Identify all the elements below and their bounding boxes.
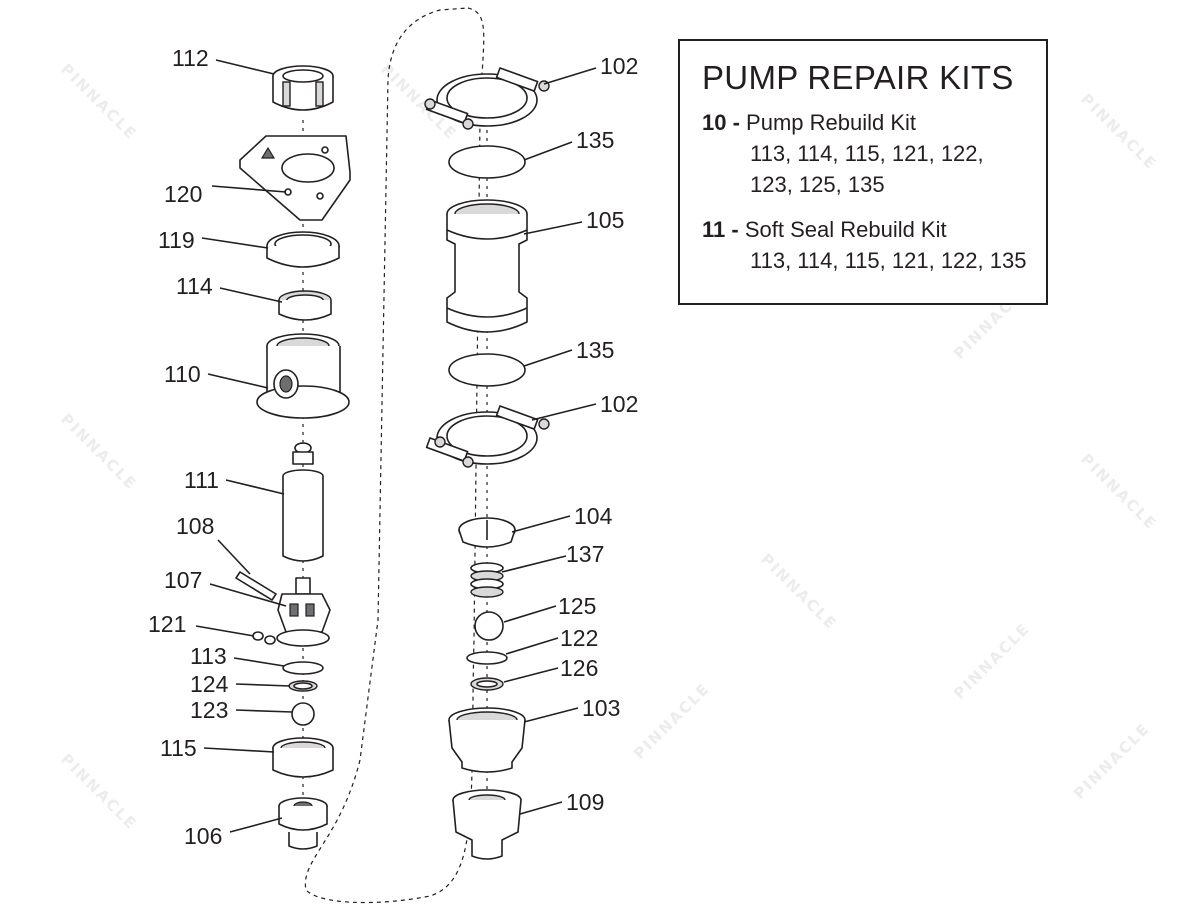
svg-text:PINNACLE: PINNACLE <box>1070 719 1154 803</box>
left-leader-lines <box>195 59 293 833</box>
part-120-plate <box>239 135 351 221</box>
part-137-spring <box>470 562 504 598</box>
callout-135-top: 135 <box>576 127 614 153</box>
callout-109: 109 <box>566 789 604 815</box>
part-106-fitting <box>278 797 328 850</box>
part-124-seal <box>288 680 318 692</box>
callout-104: 104 <box>574 503 613 529</box>
callout-111: 111 <box>184 467 219 493</box>
svg-text:PINNACLE: PINNACLE <box>1077 90 1161 174</box>
callout-102-bottom: 102 <box>600 391 638 417</box>
callout-121: 121 <box>148 611 186 637</box>
kit-parts-line: 113, 114, 115, 121, 122, 135 <box>750 248 1027 273</box>
svg-text:PINNACLE: PINNACLE <box>630 679 714 763</box>
part-109-inlet <box>452 789 522 860</box>
part-135-oring-bottom <box>448 353 526 387</box>
kit-parts-line: 123, 125, 135 <box>750 172 885 197</box>
part-107-block <box>276 577 331 647</box>
part-123-ball <box>291 702 315 726</box>
callout-112: 112 <box>172 45 209 71</box>
part-114-seal <box>278 290 332 321</box>
callout-126: 126 <box>560 655 598 681</box>
repair-kits-panel: PUMP REPAIR KITS 10 - Pump Rebuild Kit 1… <box>678 39 1048 305</box>
part-108-pin <box>235 571 277 601</box>
svg-text:PINNACLE: PINNACLE <box>57 60 141 144</box>
part-135-oring-top <box>448 145 526 179</box>
kits-title: PUMP REPAIR KITS <box>702 59 1014 96</box>
svg-text:PINNACLE: PINNACLE <box>757 550 841 634</box>
callout-124: 124 <box>190 671 229 697</box>
svg-text:PINNACLE: PINNACLE <box>950 619 1034 703</box>
callout-120: 120 <box>164 181 202 207</box>
callout-108: 108 <box>176 513 214 539</box>
kit-name: Pump Rebuild Kit <box>746 110 917 135</box>
part-119-ring <box>266 231 340 268</box>
callout-106: 106 <box>184 823 222 849</box>
kit-parts-line: 113, 114, 115, 121, 122, <box>750 141 984 166</box>
callout-119: 119 <box>158 227 195 253</box>
part-103-body <box>448 707 526 773</box>
part-113-oring <box>282 661 324 675</box>
part-111-piston <box>282 442 324 562</box>
part-102-clamp-top <box>424 67 550 130</box>
part-122-oring <box>466 651 508 665</box>
svg-text:PINNACLE: PINNACLE <box>57 750 141 834</box>
kit-entry-11: 11 - Soft Seal Rebuild Kit 113, 114, 115… <box>702 214 1046 276</box>
callout-135-bottom: 135 <box>576 337 614 363</box>
assembly-boundary <box>304 7 485 904</box>
svg-text:PINNACLE: PINNACLE <box>57 410 141 494</box>
callout-125: 125 <box>558 593 596 619</box>
part-125-ball <box>474 611 504 641</box>
callout-115: 115 <box>160 735 197 761</box>
callout-113: 113 <box>190 643 227 669</box>
kit-number: 11 - <box>702 217 739 242</box>
kit-header: 11 - Soft Seal Rebuild Kit <box>702 214 1046 245</box>
part-121-washers <box>252 631 276 645</box>
part-102-clamp-bottom <box>425 405 550 468</box>
part-105-cylinder <box>446 199 528 333</box>
callout-137: 137 <box>566 541 604 567</box>
part-104-cage <box>458 517 516 548</box>
callout-105: 105 <box>586 207 624 233</box>
part-126-seal <box>470 677 504 691</box>
kit-number: 10 - <box>702 110 740 135</box>
callout-110: 110 <box>164 361 201 387</box>
callout-107: 107 <box>164 567 202 593</box>
callout-103: 103 <box>582 695 620 721</box>
callout-122: 122 <box>560 625 598 651</box>
kit-entry-10: 10 - Pump Rebuild Kit 113, 114, 115, 121… <box>702 107 1046 200</box>
callout-114: 114 <box>176 273 213 299</box>
callout-102-top: 102 <box>600 53 638 79</box>
part-112-nut <box>272 65 334 111</box>
callout-123: 123 <box>190 697 228 723</box>
kit-name: Soft Seal Rebuild Kit <box>744 217 947 242</box>
right-leader-lines <box>501 67 597 815</box>
kit-header: 10 - Pump Rebuild Kit <box>702 107 1046 138</box>
part-110-housing <box>256 333 350 419</box>
svg-text:PINNACLE: PINNACLE <box>1077 450 1161 534</box>
part-115-seat <box>272 737 334 778</box>
